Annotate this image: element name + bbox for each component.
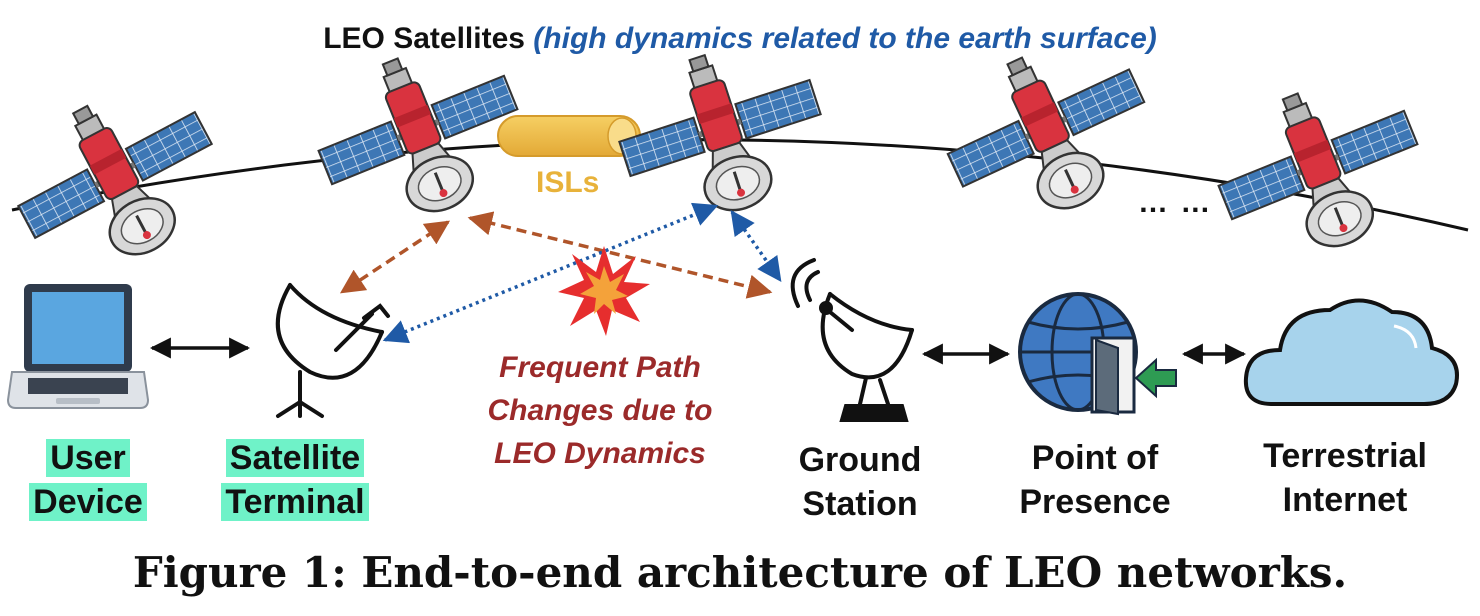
satellite-groundstation-alt-link [730,209,782,283]
cloud-icon [1243,298,1459,406]
title-sub: (high dynamics related to the earth surf… [533,22,1157,55]
user-device-label: User Device [18,436,158,524]
label-line: Satellite [225,439,365,477]
ground-station-icon [790,258,914,422]
ellipsis: … … [1138,186,1213,219]
label-line: Device [29,483,147,521]
laptop-icon [6,284,150,409]
explosion-icon [558,246,650,336]
label-line: Terrestrial [1263,437,1427,475]
terminal-satellite-alt-link [382,202,719,344]
terrestrial-internet-label: Terrestrial Internet [1240,434,1450,522]
isl-label: ISLs [536,166,600,199]
satellite-dish-icon [275,283,390,418]
note-line: Changes due to [487,394,713,427]
satellite-icon [1196,57,1444,282]
label-line: Internet [1282,481,1408,519]
cloud-shine [1393,324,1418,349]
satellite-icon [0,61,245,298]
label-line: Ground [798,441,922,479]
isl-link [497,115,641,157]
label-line: User [46,439,130,477]
label-line: Presence [1019,483,1171,521]
figure-caption: Figure 1: End-to-end architecture of LEO… [132,548,1348,597]
globe-door-icon [1018,292,1177,416]
diagram-title: LEO Satellites (high dynamics related to… [0,22,1480,56]
point-of-presence-label: Point of Presence [990,436,1200,524]
label-line: Terminal [221,483,369,521]
note-line: LEO Dynamics [494,437,706,470]
ground-station-label: Ground Station [775,438,945,526]
satellite-terminal-label: Satellite Terminal [205,436,385,524]
label-line: Point of [1031,439,1159,477]
path-change-note: Frequent Path Changes due to LEO Dynamic… [440,346,760,475]
terminal-satellite-link [339,220,451,294]
title-main: LEO Satellites [323,22,525,55]
note-line: Frequent Path [499,351,701,384]
label-line: Station [802,485,918,523]
